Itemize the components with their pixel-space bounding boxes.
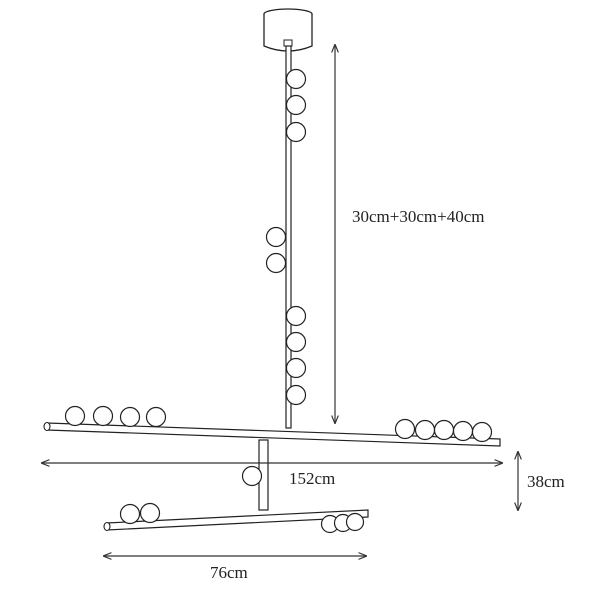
globe: [452, 420, 474, 442]
globe: [285, 305, 307, 327]
globe: [64, 405, 86, 427]
upper-bar: [43, 421, 501, 447]
globe: [285, 331, 307, 353]
upper-bar-width-label: 152cm: [289, 469, 336, 488]
globe: [145, 406, 167, 428]
lower-bar-globes-right: [320, 512, 365, 534]
globe: [119, 406, 141, 428]
globe: [345, 512, 365, 532]
globe: [285, 94, 307, 116]
lower-bar-globes-left: [119, 502, 161, 525]
globe: [285, 68, 307, 90]
globe: [394, 418, 416, 440]
globe: [119, 503, 141, 525]
globe: [285, 357, 307, 379]
globe: [265, 226, 287, 248]
connector-rod: [241, 439, 269, 511]
globe: [92, 405, 114, 427]
lower-bar-width-label: 76cm: [210, 563, 248, 582]
lower-bar: [103, 509, 369, 532]
globe: [433, 419, 455, 441]
globe: [139, 502, 161, 524]
globe: [265, 252, 287, 274]
drop-height-label: 30cm+30cm+40cm: [352, 207, 485, 226]
dimension-arrows: [42, 45, 518, 556]
globe: [285, 384, 307, 406]
lower-drop-label: 38cm: [527, 472, 565, 491]
globe: [414, 419, 436, 441]
ceiling-canopy: [263, 8, 313, 52]
vertical-rod-globes: [265, 68, 307, 406]
upper-bar-globes-left: [64, 405, 167, 428]
upper-bar-globes-right: [394, 418, 493, 443]
globe: [471, 421, 493, 443]
globe: [285, 121, 307, 143]
globe: [241, 465, 263, 487]
